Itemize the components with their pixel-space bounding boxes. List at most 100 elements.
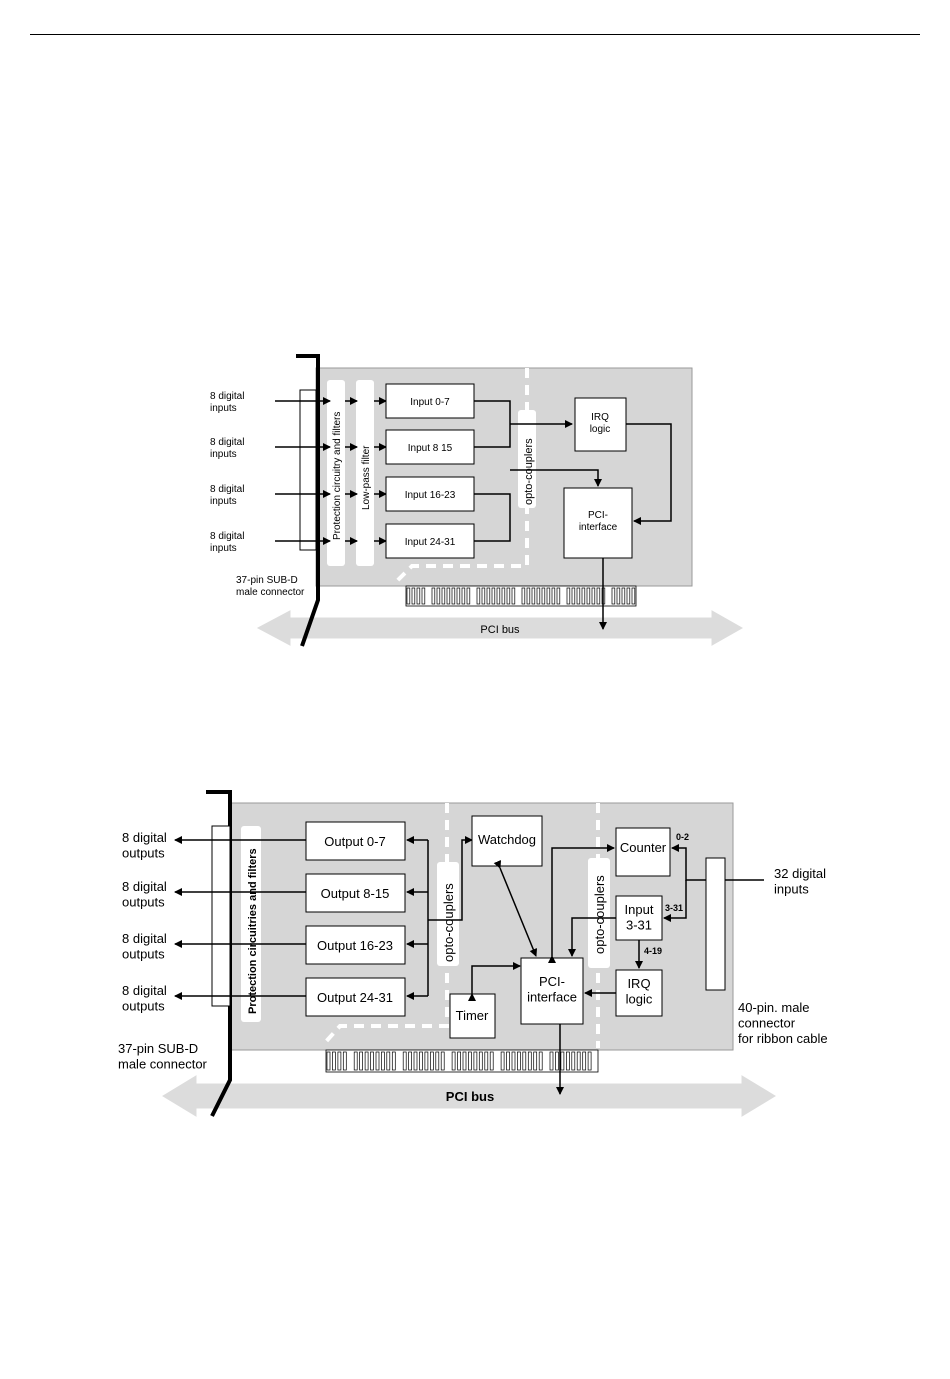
protection-band	[327, 380, 345, 566]
connector-pin	[531, 587, 536, 605]
connector-pin	[408, 1051, 412, 1071]
connector-pin	[332, 1051, 336, 1071]
mounting-bracket	[296, 354, 320, 647]
opto-band-left	[437, 862, 459, 966]
connector-pin	[386, 1051, 391, 1071]
connector-pin	[582, 1051, 587, 1071]
lowpass-label: Low-pass filter	[361, 445, 372, 510]
connector-pin	[596, 587, 601, 605]
connector-pin	[441, 587, 446, 605]
optocouplers-left-label: opto-couplers	[441, 883, 456, 962]
tag-0-2: 0-2	[676, 832, 689, 842]
connector-pin	[541, 587, 546, 605]
connector-pin	[484, 1051, 489, 1071]
connector-pin	[457, 1051, 461, 1071]
connector-pin	[326, 1051, 331, 1071]
connector-pin	[566, 1051, 570, 1071]
connector-pin	[431, 587, 436, 605]
connector-pin	[501, 587, 506, 605]
pci-bus-arrow-2	[162, 1075, 776, 1117]
tag-3-31: 3-31	[665, 903, 683, 913]
connector-pin	[560, 1051, 565, 1071]
connector-pin	[587, 1051, 592, 1071]
opto-band	[518, 410, 536, 508]
connector-pin	[342, 1051, 347, 1071]
connector-pin	[506, 1051, 510, 1071]
sub-d-connector	[299, 389, 317, 551]
connector-pin	[571, 587, 576, 605]
connector-pin	[551, 587, 556, 605]
diagram-input-board: PCI bus Protection circuitry and filters…	[210, 354, 744, 647]
pci-to-counter	[548, 844, 615, 963]
connector-pin	[446, 587, 451, 605]
connector-pin	[576, 1051, 581, 1071]
connector-pin	[521, 587, 526, 605]
optocouplers-label: opto-couplers	[523, 438, 535, 505]
connector-pin	[478, 1051, 483, 1071]
irq-logic-box-2	[615, 969, 663, 1017]
timer-box	[449, 993, 496, 1039]
connector-pin	[581, 587, 586, 605]
output-box-8-15-label: Output 8-15	[321, 886, 390, 901]
connector-pin	[517, 1051, 521, 1071]
sub-d-connector-2	[211, 825, 231, 1007]
pci-interface-box	[563, 487, 633, 559]
connector-pin	[406, 587, 411, 605]
watchdog-label: Watchdog	[478, 832, 536, 847]
connector-pin	[370, 1051, 374, 1071]
edge-connector-pins	[405, 585, 637, 607]
connector-pin	[419, 1051, 423, 1071]
output-box-0-7	[305, 821, 406, 861]
pci-interface-box-2	[520, 957, 584, 1025]
connector-pin	[546, 587, 551, 605]
output-box-8-15	[305, 873, 406, 913]
connector-pin	[435, 1051, 440, 1071]
watchdog-box	[471, 815, 543, 867]
connector-pin	[522, 1051, 527, 1071]
connector-pin	[538, 1051, 543, 1071]
pci-bus-label: PCI bus	[480, 624, 520, 636]
connector-pin	[481, 587, 486, 605]
header-rule	[30, 34, 920, 35]
connector-pin	[506, 587, 511, 605]
output-box-24-31-label: Output 24-31	[317, 990, 393, 1005]
connector-pin	[466, 587, 471, 605]
connector-pin	[391, 1051, 396, 1071]
connector-pin	[359, 1051, 363, 1071]
output-box-24-31	[305, 977, 406, 1017]
connector-pin	[491, 587, 496, 605]
pci-bus-arrow	[256, 610, 744, 646]
counter-label: Counter	[620, 840, 667, 855]
connector-pin	[456, 587, 461, 605]
connector-pin	[571, 1051, 576, 1071]
connector-pin	[421, 587, 426, 605]
input-box-16-23	[385, 476, 475, 512]
input-box-24-31-label: Input 24-31	[405, 537, 456, 548]
output-box-16-23-label: Output 16-23	[317, 938, 393, 953]
connector-pin	[364, 1051, 369, 1071]
ribbon-connector	[705, 857, 726, 991]
connector-pin	[526, 587, 531, 605]
pin-strip-2	[326, 1051, 592, 1071]
protection-label: Protection circuitry and filters	[332, 412, 343, 540]
connector-pin	[402, 1051, 407, 1071]
connector-pin	[473, 1051, 478, 1071]
connector-pin	[424, 1051, 429, 1071]
connector-pin	[462, 1051, 467, 1071]
watchdog-pci-link	[493, 860, 538, 957]
timer-pci-link	[468, 962, 521, 1001]
irq-to-pci-wire	[626, 423, 672, 525]
connector-pin	[375, 1051, 380, 1071]
opto-divider	[394, 368, 529, 584]
tag-4-19: 4-19	[644, 946, 662, 956]
connector-pin	[353, 1051, 358, 1071]
connector-pin	[430, 1051, 434, 1071]
connector-pin	[476, 587, 481, 605]
